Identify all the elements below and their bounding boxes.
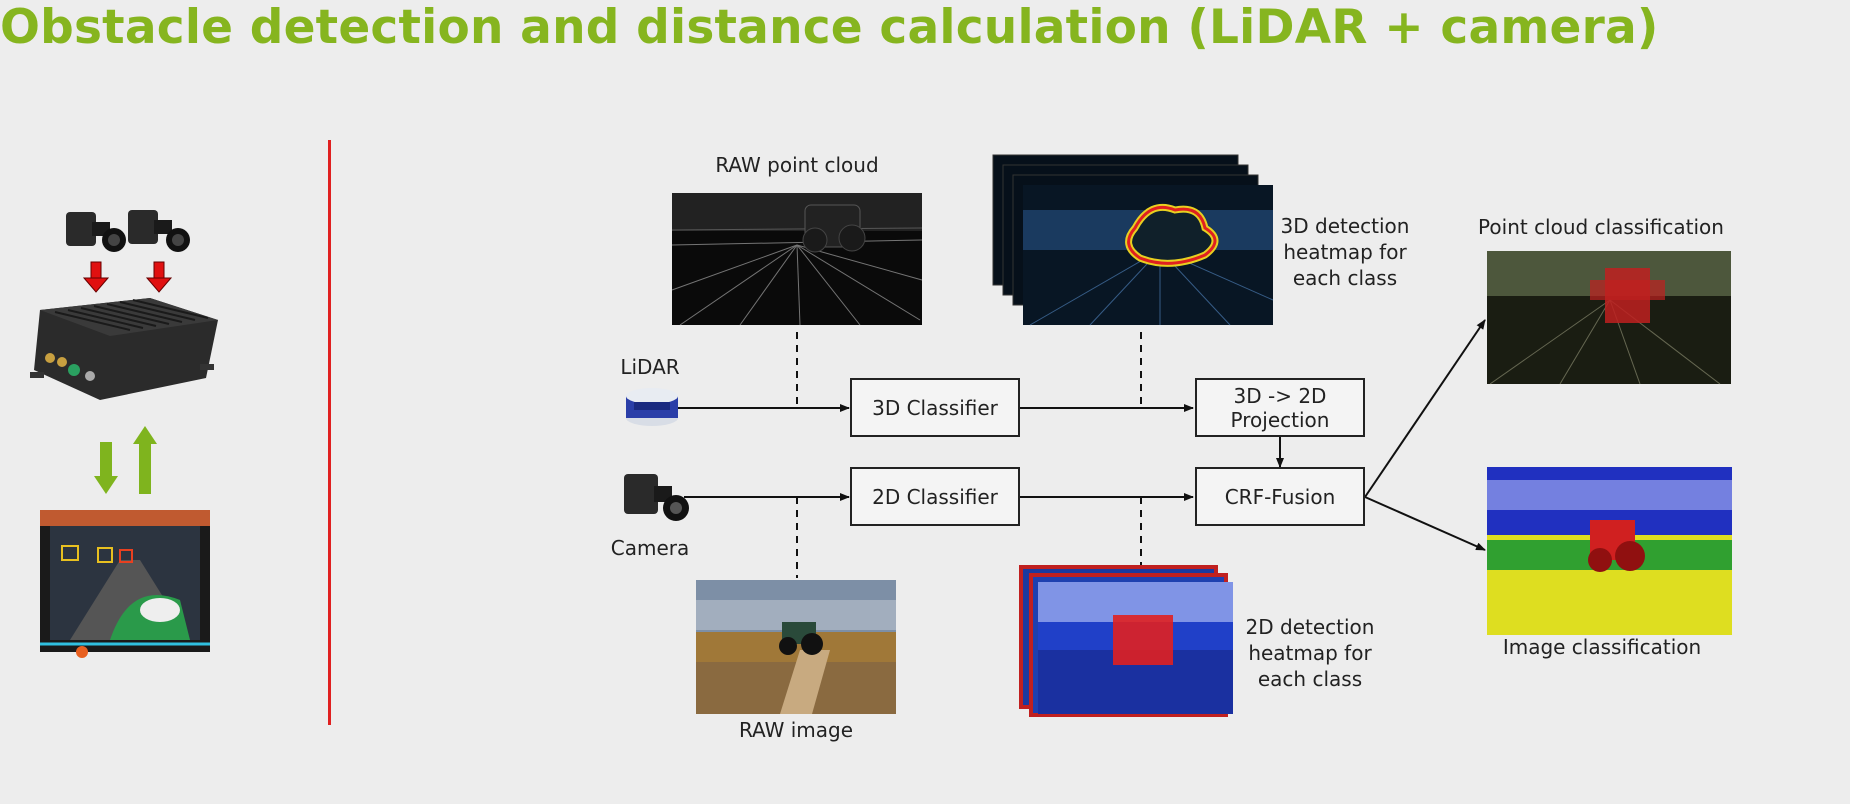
camera-icon <box>128 210 190 252</box>
dashboard-display-image <box>40 510 210 658</box>
3d-classifier-box: 3D Classifier <box>850 378 1020 437</box>
lidar-label: LiDAR <box>620 355 680 379</box>
raw-image <box>696 580 896 714</box>
camera-icon <box>624 474 689 521</box>
3d-heatmap-label: 3D detection heatmap for each class <box>1280 214 1410 290</box>
2d-classifier-box: 2D Classifier <box>850 467 1020 526</box>
raw-point-cloud-label: RAW point cloud <box>715 153 879 177</box>
crf-fusion-box: CRF-Fusion <box>1195 467 1365 526</box>
arrow-up-icon <box>133 426 157 494</box>
image-classification-image <box>1487 467 1732 635</box>
point-cloud-classification-label: Point cloud classification <box>1478 215 1724 239</box>
arrow-down-icon <box>82 261 110 293</box>
2d-heatmap-label: 2D detection heatmap for each class <box>1245 615 1375 691</box>
compute-unit-icon <box>30 298 218 400</box>
arrow-fusion-to-image-classification <box>1364 496 1486 551</box>
image-classification-label: Image classification <box>1502 635 1702 659</box>
hardware-illustration <box>30 210 218 658</box>
point-cloud-classification-image <box>1487 251 1731 385</box>
section-divider <box>328 140 331 725</box>
camera-label: Camera <box>610 536 690 560</box>
raw-point-cloud-image <box>671 193 923 326</box>
raw-image-label: RAW image <box>738 718 854 742</box>
projection-box: 3D -> 2D Projection <box>1195 378 1365 437</box>
arrow-down-icon <box>94 442 118 494</box>
page-title: Obstacle detection and distance calculat… <box>0 0 1659 55</box>
lidar-icon <box>626 388 678 426</box>
2d-detection-heatmap-stack <box>1019 565 1233 717</box>
camera-icon <box>66 212 126 252</box>
hardware-panel <box>0 200 260 660</box>
arrow-fusion-to-point-cloud-classification <box>1364 319 1486 498</box>
arrow-down-icon <box>145 261 173 293</box>
3d-detection-heatmap-stack <box>992 154 1274 326</box>
